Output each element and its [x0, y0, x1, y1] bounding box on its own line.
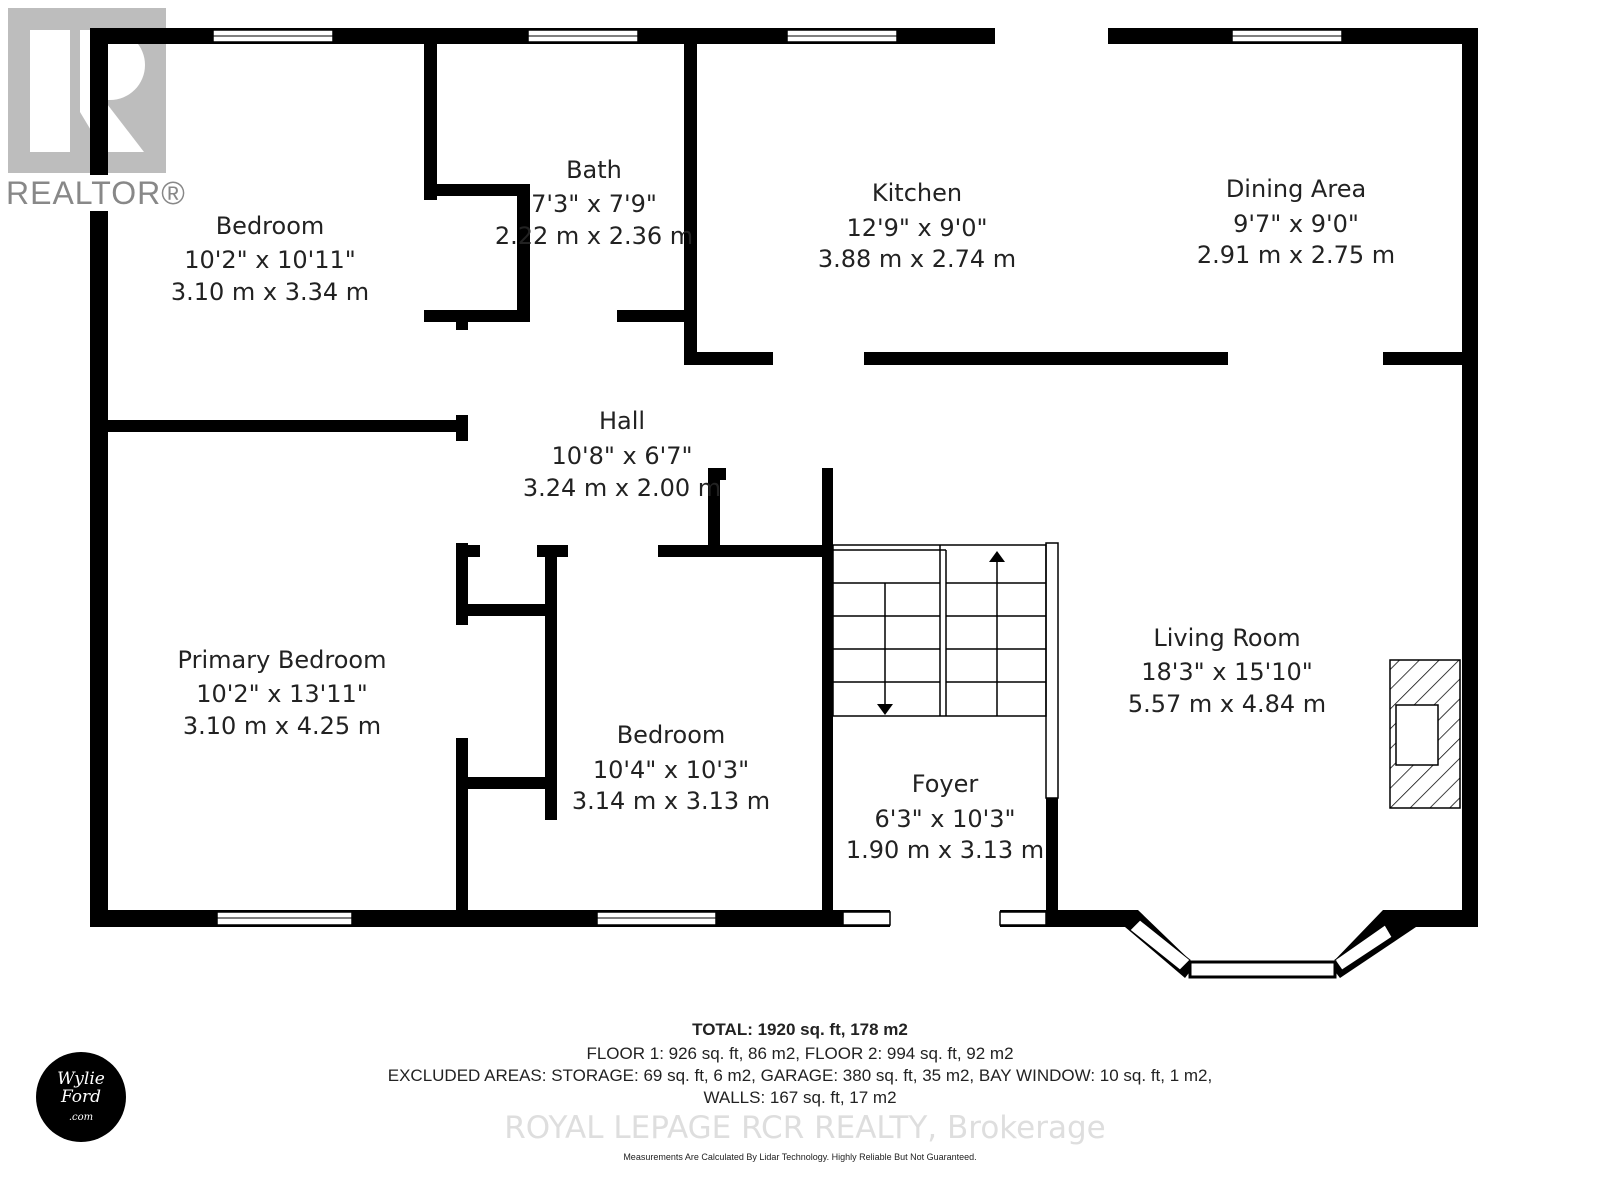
bath-name: Bath	[566, 156, 622, 184]
primary-name: Primary Bedroom	[178, 646, 387, 674]
dining-name: Dining Area	[1226, 175, 1366, 203]
bedroom1-metric: 3.10 m x 3.34 m	[171, 278, 369, 306]
stair-down-arrow	[877, 704, 893, 715]
bedroom1-name: Bedroom	[216, 212, 325, 240]
primary-imperial: 10'2" x 13'11"	[196, 680, 368, 708]
bedroom2-metric: 3.14 m x 3.13 m	[572, 787, 770, 815]
hall-imperial: 10'8" x 6'7"	[551, 442, 692, 470]
living-imperial: 18'3" x 15'10"	[1141, 658, 1313, 686]
dining-metric: 2.91 m x 2.75 m	[1197, 241, 1395, 269]
room-labels: Bedroom 10'2" x 10'11" 3.10 m x 3.34 m B…	[171, 156, 1395, 864]
fireplace	[1389, 659, 1461, 809]
bath-metric: 2.22 m x 2.36 m	[495, 222, 693, 250]
kitchen-name: Kitchen	[872, 179, 962, 207]
bedroom2-name: Bedroom	[617, 721, 726, 749]
window-mullions	[213, 35, 1342, 919]
walls	[90, 28, 1478, 927]
disclaimer: Measurements Are Calculated By Lidar Tec…	[623, 1152, 977, 1162]
floor-areas: FLOOR 1: 926 sq. ft, 86 m2, FLOOR 2: 994…	[586, 1044, 1014, 1063]
hall-metric: 3.24 m x 2.00 m	[523, 474, 721, 502]
living-name: Living Room	[1153, 624, 1300, 652]
bath-imperial: 7'3" x 7'9"	[531, 190, 657, 218]
foyer-imperial: 6'3" x 10'3"	[874, 805, 1015, 833]
living-metric: 5.57 m x 4.84 m	[1128, 690, 1326, 718]
kitchen-imperial: 12'9" x 9'0"	[846, 214, 987, 242]
foyer-name: Foyer	[912, 770, 979, 798]
foyer-metric: 1.90 m x 3.13 m	[846, 836, 1044, 864]
windows	[212, 29, 1343, 926]
stair-up-arrow	[989, 551, 1005, 562]
bay-window	[1105, 910, 1416, 979]
bedroom2-imperial: 10'4" x 10'3"	[593, 756, 749, 784]
dining-imperial: 9'7" x 9'0"	[1233, 210, 1359, 238]
primary-metric: 3.10 m x 4.25 m	[183, 712, 381, 740]
walls-area: WALLS: 167 sq. ft, 17 m2	[703, 1088, 897, 1107]
total-area: TOTAL: 1920 sq. ft, 178 m2	[692, 1020, 908, 1039]
brokerage-watermark: ROYAL LEPAGE RCR REALTY, Brokerage	[504, 1110, 1106, 1146]
excluded-areas: EXCLUDED AREAS: STORAGE: 69 sq. ft, 6 m2…	[387, 1066, 1213, 1085]
hall-name: Hall	[599, 407, 645, 435]
bedroom1-imperial: 10'2" x 10'11"	[184, 246, 356, 274]
realtor-wordmark: REALTOR®	[6, 175, 186, 211]
kitchen-metric: 3.88 m x 2.74 m	[818, 245, 1016, 273]
staircase	[832, 544, 1047, 717]
